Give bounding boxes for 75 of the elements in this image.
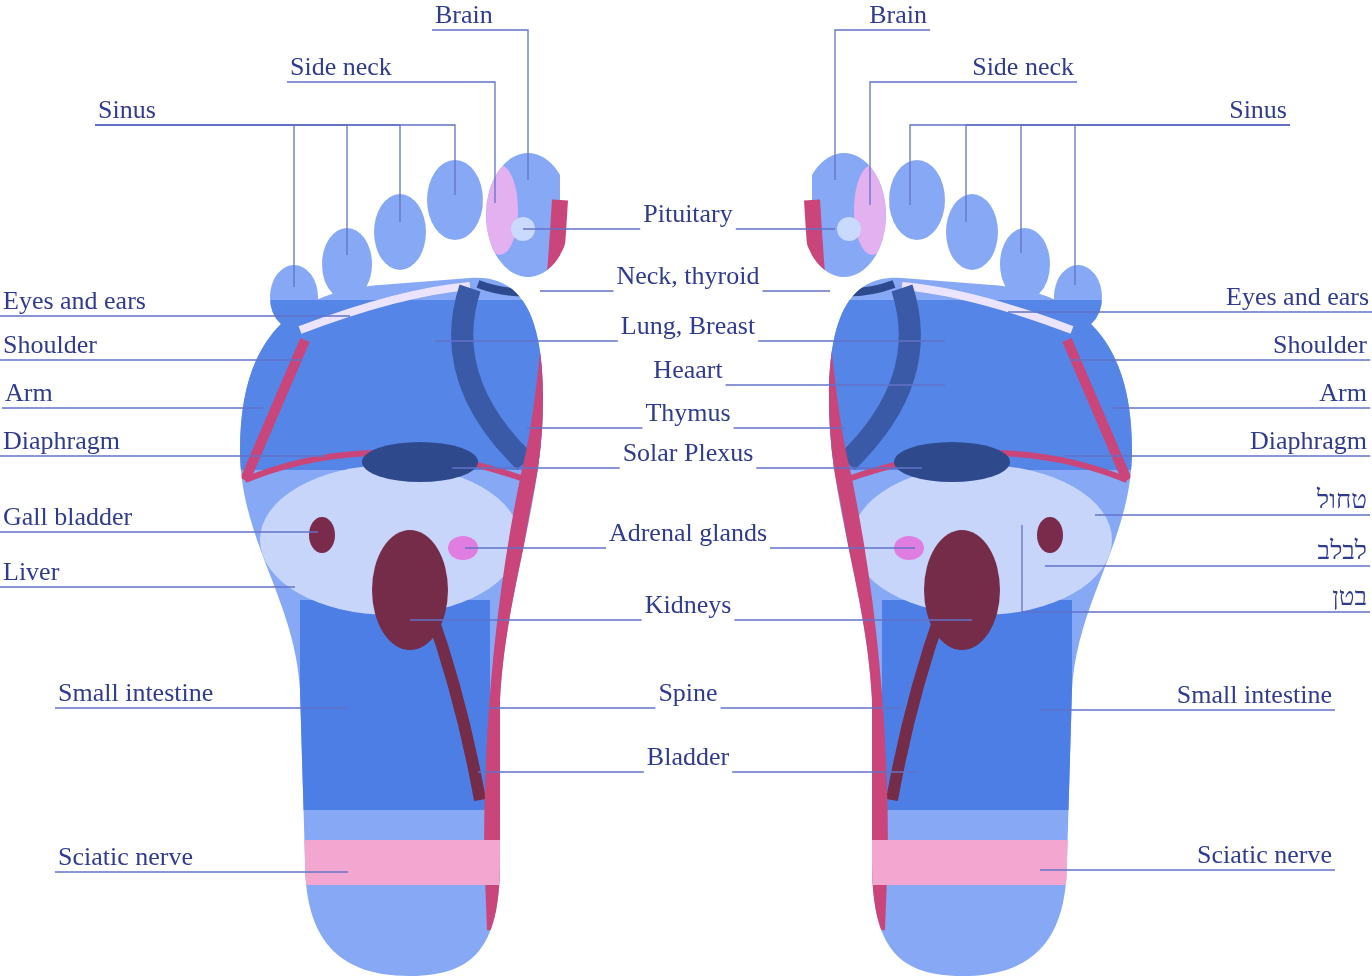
leader-line [1069,359,1371,361]
part-label: Neck, thyroid [613,261,763,291]
leader-line [1021,524,1371,613]
leader-line [0,455,326,457]
leader-line [486,707,657,709]
leader-line [54,871,349,873]
part-label: Diaphragm [1247,426,1370,456]
leader-line [0,531,319,533]
part-label: Thymus [642,398,734,428]
part-label: Gall bladder [0,502,136,532]
part-label: לבלב [1314,536,1370,566]
leader-line [1039,869,1336,871]
leader-line [834,29,931,181]
part-label: Brain [432,0,496,30]
leader-line [0,315,351,317]
leader-line [719,707,903,709]
part-label: Small intestine [55,678,217,708]
leader-line [1062,455,1371,457]
part-label: Eyes and ears [0,286,149,316]
part-label: Lung, Breast [617,311,759,341]
part-label: Solar Plexus [619,438,757,468]
part-label: Arm [2,378,56,408]
leader-line [464,547,607,549]
part-label: Spine [655,678,721,708]
part-label: Shoulder [1270,330,1370,360]
leader-line [733,619,973,621]
part-label: Sciatic nerve [55,842,196,872]
part-label: Arm [1316,378,1370,408]
leader-line [761,290,831,292]
leader-line [0,586,296,588]
leader-line [0,359,304,361]
leader-line [732,427,846,429]
part-label: Liver [0,557,63,587]
leader-line [409,619,643,621]
part-label: Sinus [95,95,159,125]
part-label: Diaphragm [0,426,123,456]
leader-line [522,228,641,230]
leader-line [735,228,836,230]
leader-line [731,771,919,773]
leader-line [1094,514,1371,516]
leader-line [539,290,615,292]
leader-line [526,427,644,429]
part-label: Sinus [1226,95,1290,125]
part-label: Sciatic nerve [1194,840,1335,870]
leader-line [286,81,496,204]
part-label: Pituitary [640,199,736,229]
part-label: Eyes and ears [1223,282,1372,312]
part-label: טחול [1314,485,1370,515]
part-label: Shoulder [0,330,100,360]
part-label: Heaart [650,355,726,385]
part-label: Kidneys [641,590,735,620]
part-label: Side neck [969,52,1077,82]
part-label: Bladder [643,742,733,772]
leader-line [755,467,923,469]
leader-line [477,771,645,773]
leader-line [54,707,349,709]
part-label: Small intestine [1173,680,1335,710]
part-label: Brain [866,0,930,30]
leader-line [431,29,529,181]
leader-line [1007,311,1372,313]
leader-line [451,467,621,469]
leader-line [434,340,619,342]
leader-line [1,407,264,409]
leader-line [725,384,946,386]
leader-line [1044,565,1371,567]
leader-line [1112,407,1371,409]
leader-line [757,340,946,342]
part-label: Adrenal glands [605,518,771,548]
leader-line [1039,709,1336,711]
part-label: בטן [1329,582,1370,612]
leader-line [909,124,1291,206]
leader-line [769,547,916,549]
leader-line [94,124,456,196]
leader-line [869,81,1078,206]
part-label: Side neck [287,52,395,82]
